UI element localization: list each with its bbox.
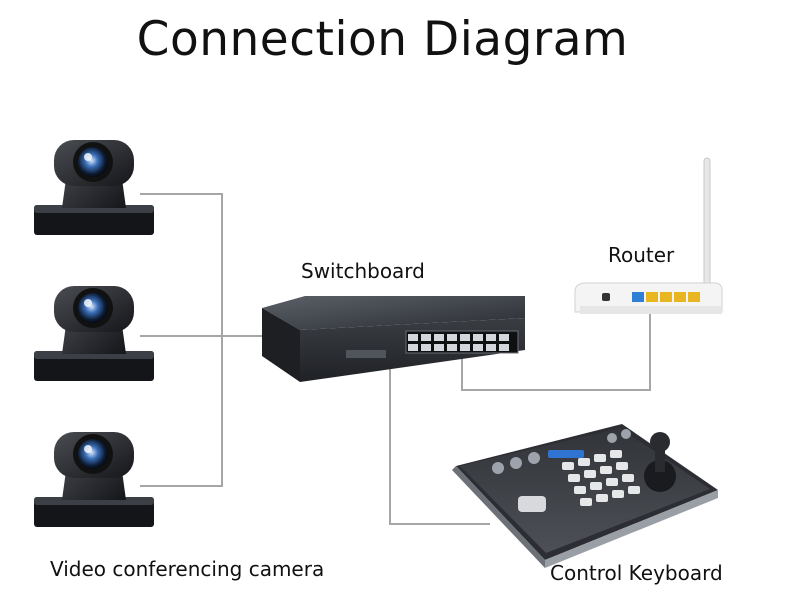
camera-icon — [34, 432, 154, 527]
cable-switch-keyboard — [389, 368, 490, 525]
keypad — [562, 450, 640, 506]
router-icon — [574, 157, 723, 314]
cable-switch-router — [461, 312, 651, 391]
ptz-control-keyboard-icon — [452, 424, 718, 568]
camera-icon — [34, 140, 154, 235]
camera-icon — [34, 286, 154, 381]
cables — [140, 193, 651, 525]
camera-label: Video conferencing camera — [50, 557, 325, 581]
switchboard-label: Switchboard — [301, 259, 425, 283]
cable-camera-1 — [140, 193, 223, 487]
page-title: Connection Diagram — [136, 12, 629, 67]
keyboard-label: Control Keyboard — [550, 561, 723, 585]
network-switch-icon — [262, 296, 525, 382]
router-label: Router — [608, 243, 675, 267]
switch-ports — [405, 330, 519, 354]
